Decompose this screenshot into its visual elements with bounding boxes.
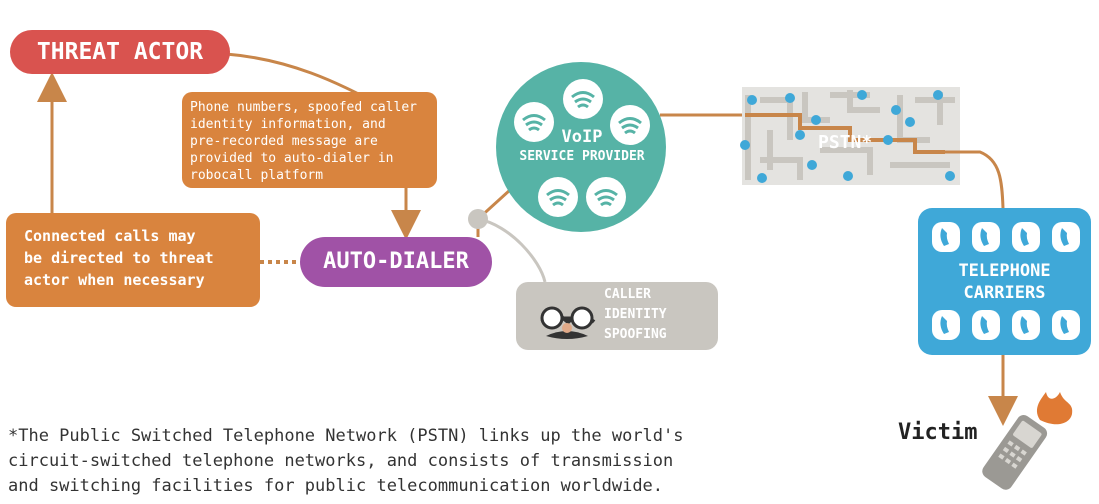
spoof-to-junction-line <box>477 217 547 283</box>
wifi-icon <box>538 177 578 217</box>
phone-icon <box>932 222 960 252</box>
phone-icon <box>1012 310 1040 340</box>
pstn-to-carriers-line <box>945 150 1005 209</box>
phone-icon <box>1012 222 1040 252</box>
phone-icon <box>1052 222 1080 252</box>
wifi-icons <box>514 79 650 217</box>
wifi-icon <box>586 177 626 217</box>
wifi-icon <box>563 79 603 119</box>
auto-dialer-node: AUTO-DIALER <box>300 237 492 287</box>
voip-service-provider-label: VoIP SERVICE PROVIDER <box>500 126 664 166</box>
phone-icon <box>972 310 1000 340</box>
voip-title: VoIP <box>561 127 603 147</box>
voip-subtitle: SERVICE PROVIDER <box>519 149 645 164</box>
phone-icons <box>932 222 1080 340</box>
phone-icon <box>932 310 960 340</box>
telephone-carriers-label: TELEPHONE CARRIERS <box>958 261 1051 303</box>
connected-calls-note: Connected calls may be directed to threa… <box>6 213 260 307</box>
caller-spoofing-label: CALLER IDENTITY SPOOFING <box>604 287 667 342</box>
junction-node <box>468 209 488 229</box>
pstn-footnote: *The Public Switched Telephone Network (… <box>8 426 684 496</box>
victim-label: Victim <box>898 420 978 445</box>
phone-icon <box>1052 310 1080 340</box>
telephone-carriers-node: TELEPHONE CARRIERS <box>918 208 1091 355</box>
wifi-icon <box>610 105 650 145</box>
phone-icon <box>972 222 1000 252</box>
pstn-grid <box>740 87 960 185</box>
pstn-label: PSTN* <box>818 132 873 153</box>
fire-icon <box>1036 392 1073 425</box>
data-provided-note: Phone numbers, spoofed caller identity i… <box>182 92 437 188</box>
mobile-phone-icon <box>982 415 1048 490</box>
threat-actor-node: THREAT ACTOR <box>10 30 230 74</box>
wifi-icon <box>514 102 554 142</box>
glasses-mask-icon <box>540 306 596 339</box>
caller-identity-spoofing-node: CALLER IDENTITY SPOOFING <box>516 282 718 350</box>
